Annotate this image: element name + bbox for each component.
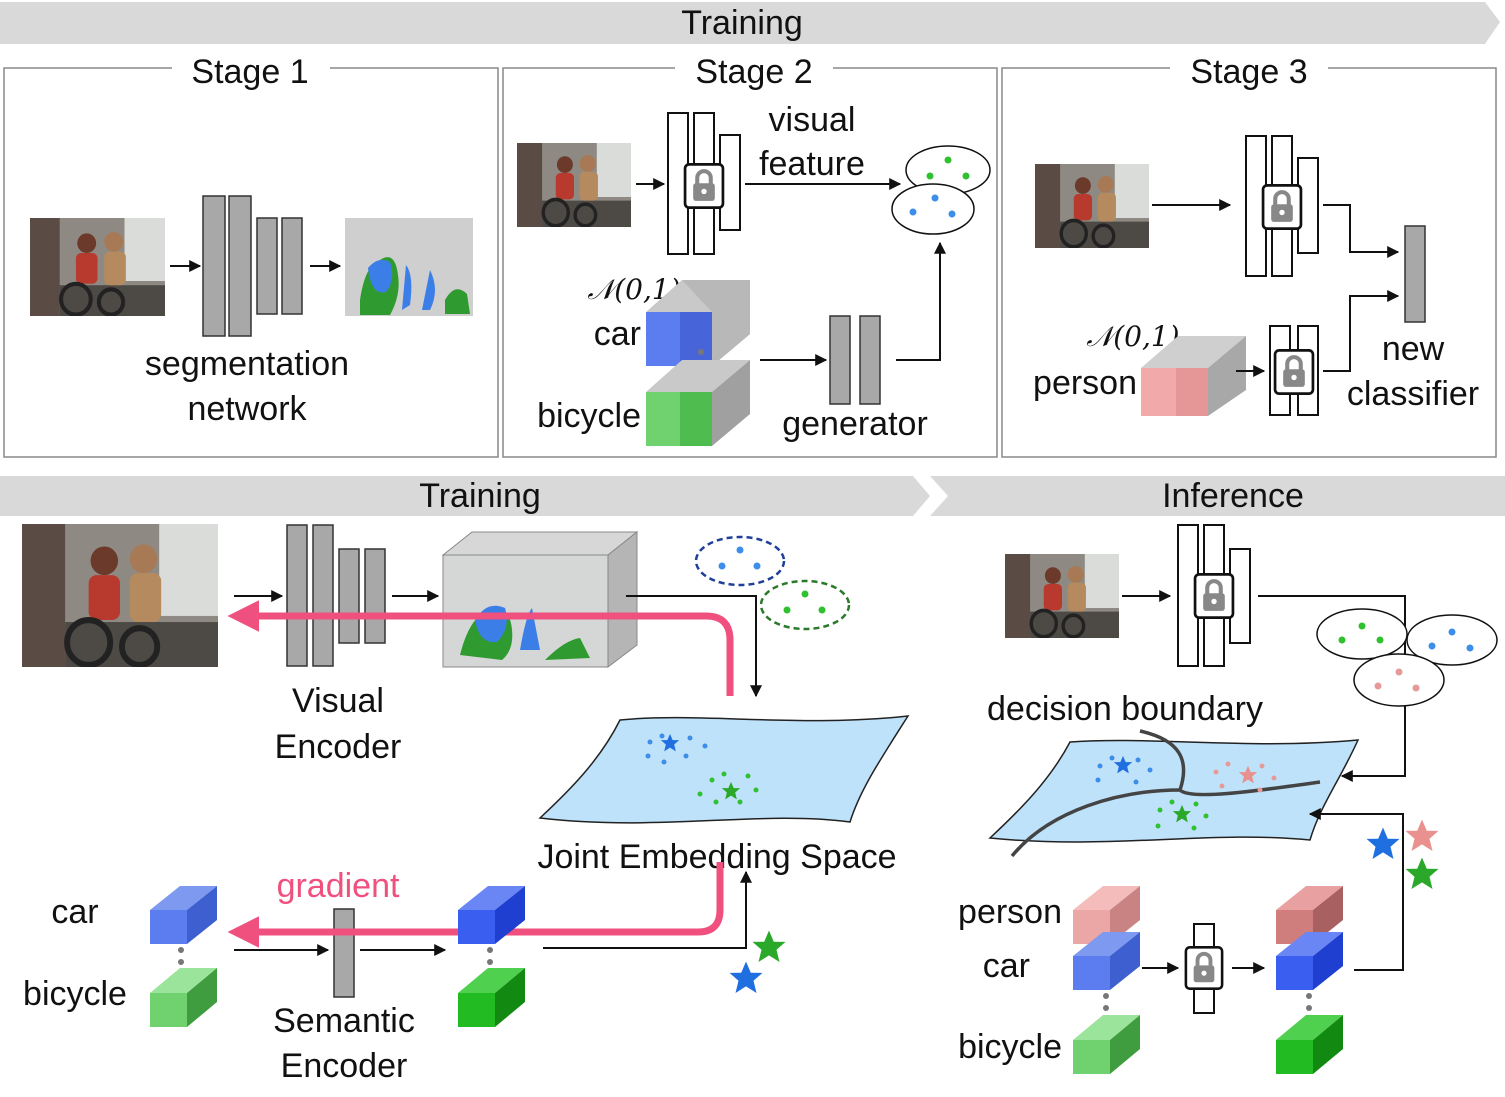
inference-green-star-icon [1405,857,1439,889]
stage2-gen-to-feature-arrow [896,241,946,361]
inference-input-image [1005,554,1119,638]
stage3-person-label: person [1033,364,1137,402]
stage1-segmentation-output [345,218,473,316]
inference-car-input [1073,932,1140,990]
stage2-car-label: car [594,315,641,353]
stage3-title: Stage 3 [1190,53,1307,91]
stage2-bicycle-label: bicycle [537,397,641,435]
stage3-panel: Stage 3 𝒩(0,1) person new classifier [1001,50,1497,458]
stage2-car-embedding [646,280,750,366]
semantic-car-input [150,886,217,944]
stage3-gen-to-classifier-arrow [1323,290,1400,372]
inference-banner: Inference [930,476,1505,516]
inference-title: Inference [1162,477,1304,515]
inference-bicycle-input [1073,1015,1140,1074]
semantic-encoder-line1: Semantic [273,1002,415,1040]
joint-embedding-space [538,715,910,824]
generator-blocks [829,315,881,405]
inference-lock-icon [1195,574,1233,617]
bottom-training-banner: Training [0,476,930,516]
inference-car-output [1276,932,1343,990]
inference-semantic-to-space-arrow [1308,808,1404,971]
inference-section: decision boundary person car bicycle [958,524,1498,1074]
stage3-person-embedding [1141,336,1246,416]
visual-encoder-line1: Visual [292,682,384,720]
inference-clusters [1316,608,1498,707]
stage2-input-image [517,143,631,227]
blue-star-icon [729,961,763,993]
inference-semantic-lock-icon [1186,947,1222,988]
dashed-feature-clusters [694,535,851,631]
stage1-input-image [30,218,165,316]
inference-frozen-encoder [1177,524,1251,667]
semantic-car-output [458,886,525,944]
inference-embedding-space [988,729,1360,858]
stage2-title: Stage 2 [695,53,812,91]
decision-boundary-label: decision boundary [987,690,1263,728]
stage1-label-line1: segmentation [145,345,349,383]
inference-bicycle-output [1276,1015,1343,1074]
bottom-training-section: Visual Encoder Joint Embedding Space car… [22,524,910,1085]
stage2-generator-label: generator [782,405,928,443]
top-banner-title: Training [681,4,803,42]
inference-person-output [1276,886,1343,944]
stage2-feature-line2: feature [759,145,865,183]
inference-person-label: person [958,893,1062,931]
visual-gradient-arrow [227,600,734,696]
stage2-panel: Stage 2 visual feature 𝒩(0,1) car [502,50,998,458]
inference-car-label: car [983,947,1030,985]
semantic-bicycle-input [150,968,217,1027]
visual-encoder-blocks [286,524,386,667]
stage3-input-image [1035,164,1149,248]
inference-blue-star-icon [1366,827,1400,859]
stage2-feature-line1: visual [769,101,856,139]
bottom-training-title: Training [419,477,541,515]
semantic-bicycle-label: bicycle [23,975,127,1013]
green-star-icon [752,930,786,962]
stage1-label-line2: network [187,390,307,428]
stage3-feature-to-classifier-arrow [1323,204,1400,258]
gradient-label: gradient [277,867,400,905]
stage3-lock-icon-top [1263,185,1301,228]
stage2-feature-clusters [891,145,991,235]
feature-to-space-arrow [626,595,762,698]
stage2-bicycle-embedding [646,360,750,446]
training-input-image [22,524,218,667]
semantic-encoder-block [333,908,355,998]
stage3-lock-icon-bottom [1275,350,1313,393]
visual-encoder-line2: Encoder [275,728,402,766]
inference-pink-star-icon [1405,819,1439,851]
semantic-gradient-arrow [227,862,724,948]
inference-bicycle-label: bicycle [958,1028,1062,1066]
semantic-to-space-arrow [543,870,752,949]
stage1-title: Stage 1 [191,53,308,91]
stage3-classifier-line1: new [1382,330,1445,368]
feature-volume [441,530,639,669]
semantic-car-label: car [51,893,98,931]
stage3-classifier-line2: classifier [1347,375,1479,413]
stage3-noise-label: 𝒩(0,1) [1086,320,1179,353]
stage2-lock-icon [685,164,723,207]
semantic-bicycle-output [458,968,525,1027]
semantic-encoder-line2: Encoder [281,1047,408,1085]
stage1-panel: Stage 1 segmentation network [3,50,499,458]
top-training-banner: Training [0,2,1500,44]
segmentation-network-blocks [202,195,303,337]
new-classifier-block [1404,225,1426,323]
